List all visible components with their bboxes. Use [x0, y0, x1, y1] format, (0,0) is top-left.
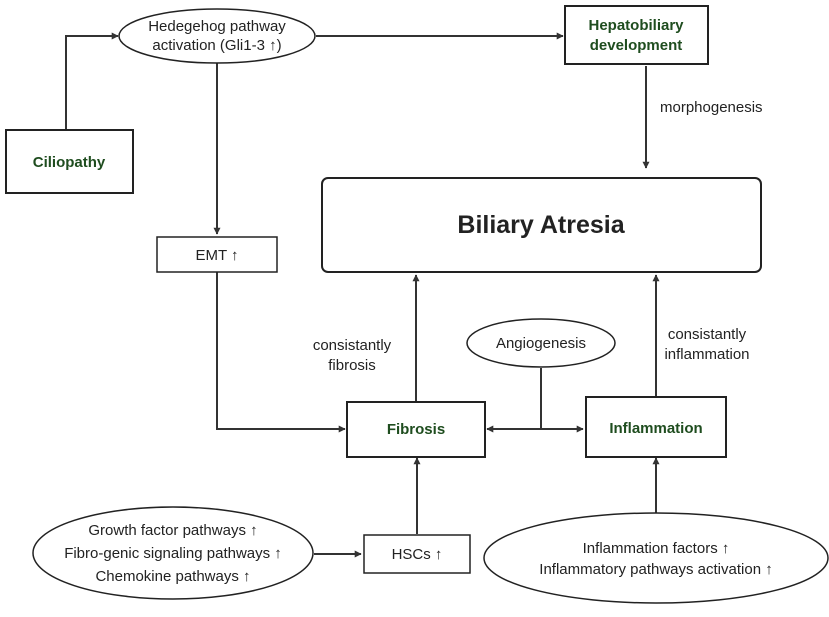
node-emt: EMT ↑	[156, 236, 278, 273]
hepatobiliary-label-line1: Hepatobiliary	[588, 17, 684, 34]
emt-label: EMT ↑	[195, 247, 238, 264]
angiogenesis-label: Angiogenesis	[496, 335, 586, 352]
node-growth: Growth factor pathways ↑ Fibro-genic sig…	[32, 506, 314, 600]
edge-ciliopathy-hedgehog	[65, 32, 119, 130]
node-biliary-atresia: Biliary Atresia	[321, 177, 762, 273]
hedgehog-label-line1: Hedegehog pathway	[148, 18, 286, 35]
node-inflam-factors: Inflammation factors ↑ Inflammatory path…	[483, 512, 829, 604]
ciliopathy-label: Ciliopathy	[33, 154, 106, 171]
inflammation-edge-label-line1: consistantly	[668, 326, 747, 343]
fibrosis-edge-label-line2: fibrosis	[328, 357, 376, 374]
node-hepatobiliary: Hepatobiliary development	[564, 5, 709, 65]
node-hscs: HSCs ↑	[363, 534, 471, 574]
hedgehog-label-line2: activation (Gli1-3 ↑)	[152, 37, 281, 54]
fibrosis-label: Fibrosis	[387, 421, 445, 438]
edge-emt-fibrosis	[216, 272, 346, 433]
inflam-factors-label-line1: Inflammation factors ↑	[583, 540, 730, 557]
node-fibrosis: Fibrosis	[346, 401, 486, 458]
growth-label-line1: Growth factor pathways ↑	[88, 522, 257, 539]
hepatobiliary-label-line2: development	[590, 37, 683, 54]
growth-label-line2: Fibro-genic signaling pathways ↑	[64, 545, 282, 562]
growth-label-line3: Chemokine pathways ↑	[95, 568, 250, 585]
edges	[65, 32, 660, 558]
node-inflammation: Inflammation	[585, 396, 727, 458]
inflam-factors-label-line2: Inflammatory pathways activation ↑	[539, 561, 772, 578]
fibrosis-edge-label-line1: consistantly	[313, 337, 392, 354]
node-angiogenesis: Angiogenesis	[466, 318, 616, 368]
node-ciliopathy: Ciliopathy	[5, 129, 134, 194]
hscs-label: HSCs ↑	[392, 546, 443, 563]
node-hedgehog: Hedegehog pathway activation (Gli1-3 ↑)	[118, 8, 316, 64]
biliary-atresia-label: Biliary Atresia	[457, 211, 625, 239]
inflammation-label: Inflammation	[609, 420, 702, 437]
inflammation-edge-label-line2: inflammation	[664, 346, 749, 363]
morphogenesis-edge-label: morphogenesis	[660, 99, 763, 116]
